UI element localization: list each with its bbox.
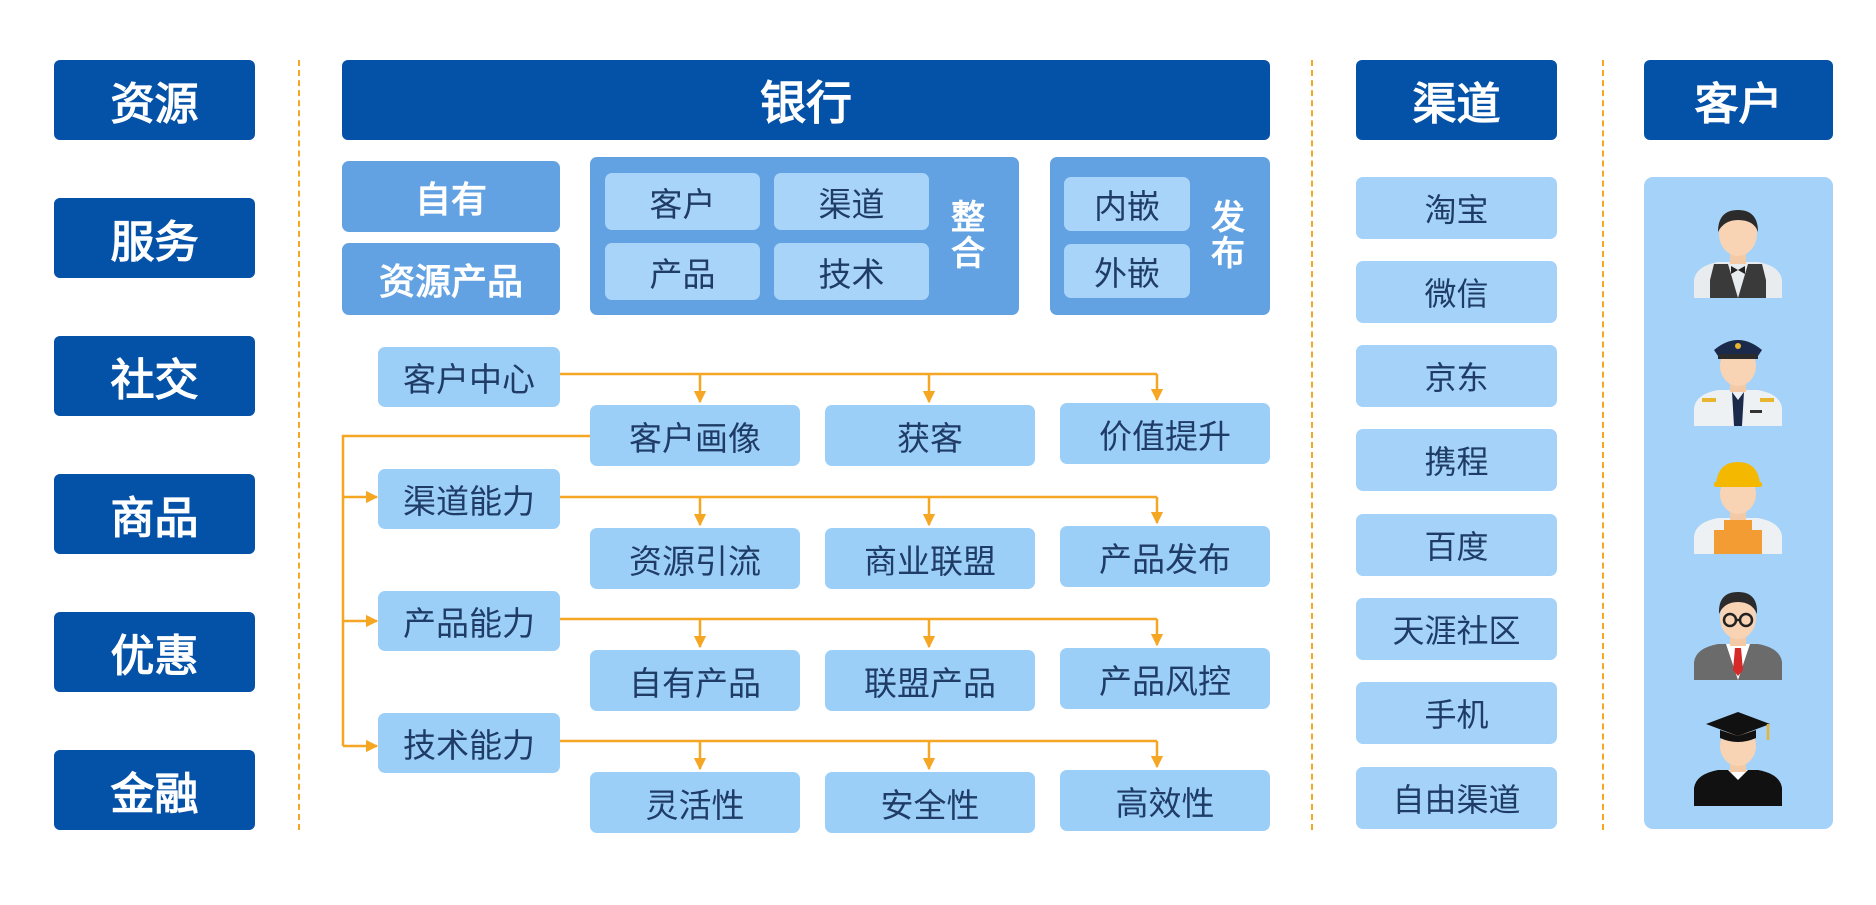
channel-tianya: 天涯社区 bbox=[1356, 598, 1557, 660]
customer-child-portrait: 客户画像 bbox=[590, 405, 800, 466]
channel-mobile: 手机 bbox=[1356, 682, 1557, 744]
businessman-avatar-icon bbox=[1694, 592, 1782, 680]
integrate-item-customer: 客户 bbox=[605, 173, 760, 230]
channels-header: 渠道 bbox=[1356, 60, 1557, 140]
center-channel: 渠道能力 bbox=[378, 469, 560, 529]
resources-header: 资源 bbox=[54, 60, 255, 140]
graduate-avatar-icon bbox=[1694, 712, 1782, 806]
customer-child-acquire: 获客 bbox=[825, 405, 1035, 466]
separator-2 bbox=[1311, 60, 1313, 830]
separator-3 bbox=[1602, 60, 1604, 830]
publish-item-external: 外嵌 bbox=[1064, 244, 1190, 298]
resource-item-social: 社交 bbox=[54, 336, 255, 416]
worker-avatar-icon bbox=[1694, 462, 1782, 554]
channel-free: 自由渠道 bbox=[1356, 767, 1557, 829]
center-customer: 客户中心 bbox=[378, 347, 560, 407]
resource-item-discount: 优惠 bbox=[54, 612, 255, 692]
center-tech: 技术能力 bbox=[378, 713, 560, 773]
publish-label: 发 布 bbox=[1208, 200, 1248, 272]
integrate-label: 整 合 bbox=[948, 200, 988, 272]
integrate-item-channel: 渠道 bbox=[774, 173, 929, 230]
tech-child-flexible: 灵活性 bbox=[590, 772, 800, 833]
channel-ctrip: 携程 bbox=[1356, 429, 1557, 491]
channel-taobao: 淘宝 bbox=[1356, 177, 1557, 239]
resource-products-box: 资源产品 bbox=[342, 243, 560, 315]
integrate-item-tech: 技术 bbox=[774, 243, 929, 300]
channel-child-publish: 产品发布 bbox=[1060, 526, 1270, 587]
separator-1 bbox=[298, 60, 300, 830]
tech-child-efficient: 高效性 bbox=[1060, 770, 1270, 831]
publish-label-1: 发 bbox=[1211, 198, 1245, 238]
publish-item-embedded: 内嵌 bbox=[1064, 177, 1190, 231]
channel-child-traffic: 资源引流 bbox=[590, 528, 800, 589]
channel-child-alliance: 商业联盟 bbox=[825, 528, 1035, 589]
resource-item-finance: 金融 bbox=[54, 750, 255, 830]
channel-baidu: 百度 bbox=[1356, 514, 1557, 576]
product-child-risk: 产品风控 bbox=[1060, 648, 1270, 709]
integrate-label-1: 整 bbox=[951, 198, 985, 238]
tech-child-secure: 安全性 bbox=[825, 772, 1035, 833]
waiter-avatar-icon bbox=[1694, 210, 1782, 298]
customers-header: 客户 bbox=[1644, 60, 1833, 140]
customer-child-value: 价值提升 bbox=[1060, 403, 1270, 464]
own-box: 自有 bbox=[342, 161, 560, 232]
channel-jd: 京东 bbox=[1356, 345, 1557, 407]
center-product: 产品能力 bbox=[378, 591, 560, 651]
bank-header: 银行 bbox=[342, 60, 1270, 140]
channel-wechat: 微信 bbox=[1356, 261, 1557, 323]
pilot-avatar-icon bbox=[1694, 340, 1782, 426]
publish-label-2: 布 bbox=[1211, 234, 1245, 274]
product-child-own: 自有产品 bbox=[590, 650, 800, 711]
integrate-label-2: 合 bbox=[951, 234, 985, 274]
resource-item-goods: 商品 bbox=[54, 474, 255, 554]
integrate-item-product: 产品 bbox=[605, 243, 760, 300]
product-child-alliance: 联盟产品 bbox=[825, 650, 1035, 711]
resource-item-service: 服务 bbox=[54, 198, 255, 278]
